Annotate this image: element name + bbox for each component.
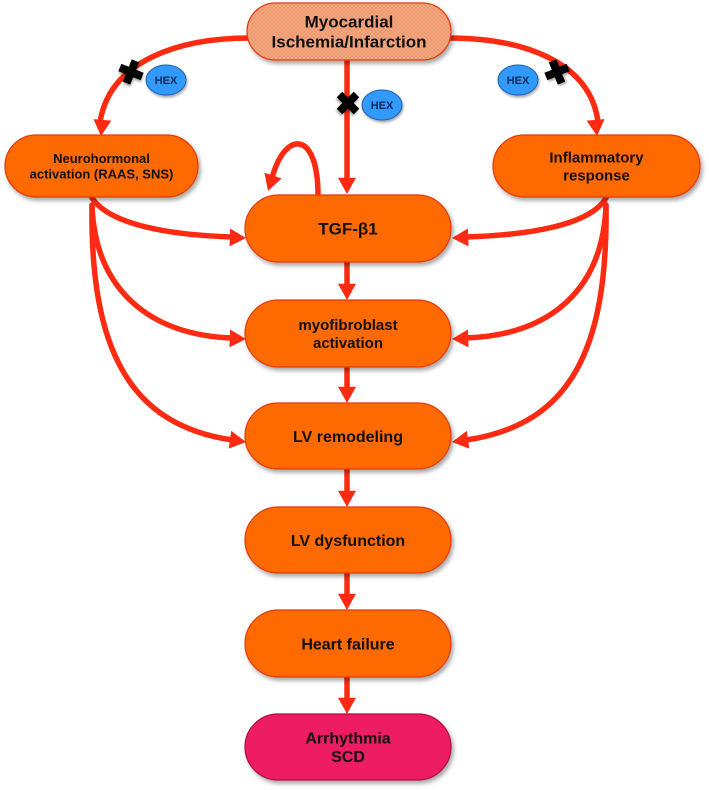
node-box [244, 402, 452, 470]
nodes-layer: MyocardialIschemia/InfarctionNeurohormon… [4, 2, 701, 781]
node-label: Heart failure [301, 636, 394, 653]
inhibit-cross-icon-inflam [544, 59, 570, 85]
edge-tgf-self-loop [269, 141, 321, 198]
hex-badge-neuro: HEX [145, 64, 187, 96]
arrowhead-neuro-to-myofib [229, 329, 246, 348]
edge-inflam-to-tgf [463, 195, 609, 240]
hex-oval [145, 64, 187, 96]
node-label: TGF-β1 [318, 220, 377, 239]
edge-top-to-inflam [445, 35, 601, 125]
edge-neuro-to-lvrem [89, 202, 235, 443]
arrowhead-top-to-neuro [93, 119, 112, 136]
hex-label: HEX [371, 100, 394, 112]
node-box [4, 134, 199, 198]
node-box [244, 299, 452, 368]
node-label: Neurohormonal [53, 151, 150, 166]
node-hf: Heart failure [244, 609, 452, 678]
hex-oval [361, 89, 403, 121]
node-box [244, 194, 452, 263]
node-tgf: TGF-β1 [244, 194, 452, 263]
edge-neuro-to-myofib [89, 202, 235, 341]
node-box [246, 2, 452, 61]
node-label: SCD [331, 749, 365, 766]
node-box [492, 134, 701, 198]
arrowhead-lvrem-to-lvdys [338, 490, 356, 507]
node-label: myofibroblast [298, 317, 397, 334]
inhibit-cross-icon-neuro [118, 59, 144, 85]
node-box [244, 609, 452, 678]
arrowhead-inflam-to-myofib [452, 329, 469, 348]
node-label: Ischemia/Infarction [272, 33, 427, 52]
inhibit-x-icon-tgf [336, 91, 360, 115]
inhibitors-layer: HEX HEX HEX [118, 59, 570, 121]
node-label: Arrhythmia [305, 730, 390, 747]
arrowhead-tgf-self-loop [264, 172, 282, 191]
edge-neuro-to-tgf [89, 195, 235, 240]
arrowhead-inflam-to-lvrem [452, 430, 470, 449]
hex-badge-tgf: HEX [361, 89, 403, 121]
arrowhead-inflam-to-tgf [452, 228, 469, 247]
hex-oval [497, 64, 539, 96]
arrowhead-neuro-to-lvrem [228, 430, 246, 449]
arrowhead-tgf-to-myofib [338, 283, 356, 300]
edge-inflam-to-lvrem [463, 202, 609, 443]
node-label: activation [313, 335, 383, 352]
node-label: Myocardial [305, 13, 394, 32]
node-lvdys: LV dysfunction [244, 506, 452, 574]
node-lvrem: LV remodeling [244, 402, 452, 470]
node-label: activation (RAAS, SNS) [30, 166, 174, 181]
arrowhead-hf-to-arr [338, 697, 356, 714]
arrowhead-lvdys-to-hf [338, 593, 356, 610]
arrowhead-top-to-tgf [338, 177, 356, 194]
arrowhead-myofib-to-lvrem [338, 386, 356, 403]
node-box [244, 713, 452, 781]
node-box [244, 506, 452, 574]
arrowhead-neuro-to-tgf [229, 228, 246, 247]
arrowhead-top-to-inflam [586, 119, 605, 136]
node-label: LV remodeling [293, 429, 403, 446]
edge-inflam-to-myofib [463, 202, 609, 341]
hex-label: HEX [155, 75, 178, 87]
node-label: Inflammatory [549, 150, 644, 167]
edges-layer [89, 35, 609, 714]
edge-top-to-neuro [97, 35, 253, 125]
hex-badge-inflam: HEX [497, 64, 539, 96]
node-label: response [563, 167, 630, 184]
node-label: LV dysfunction [291, 533, 405, 550]
hex-label: HEX [507, 75, 530, 87]
